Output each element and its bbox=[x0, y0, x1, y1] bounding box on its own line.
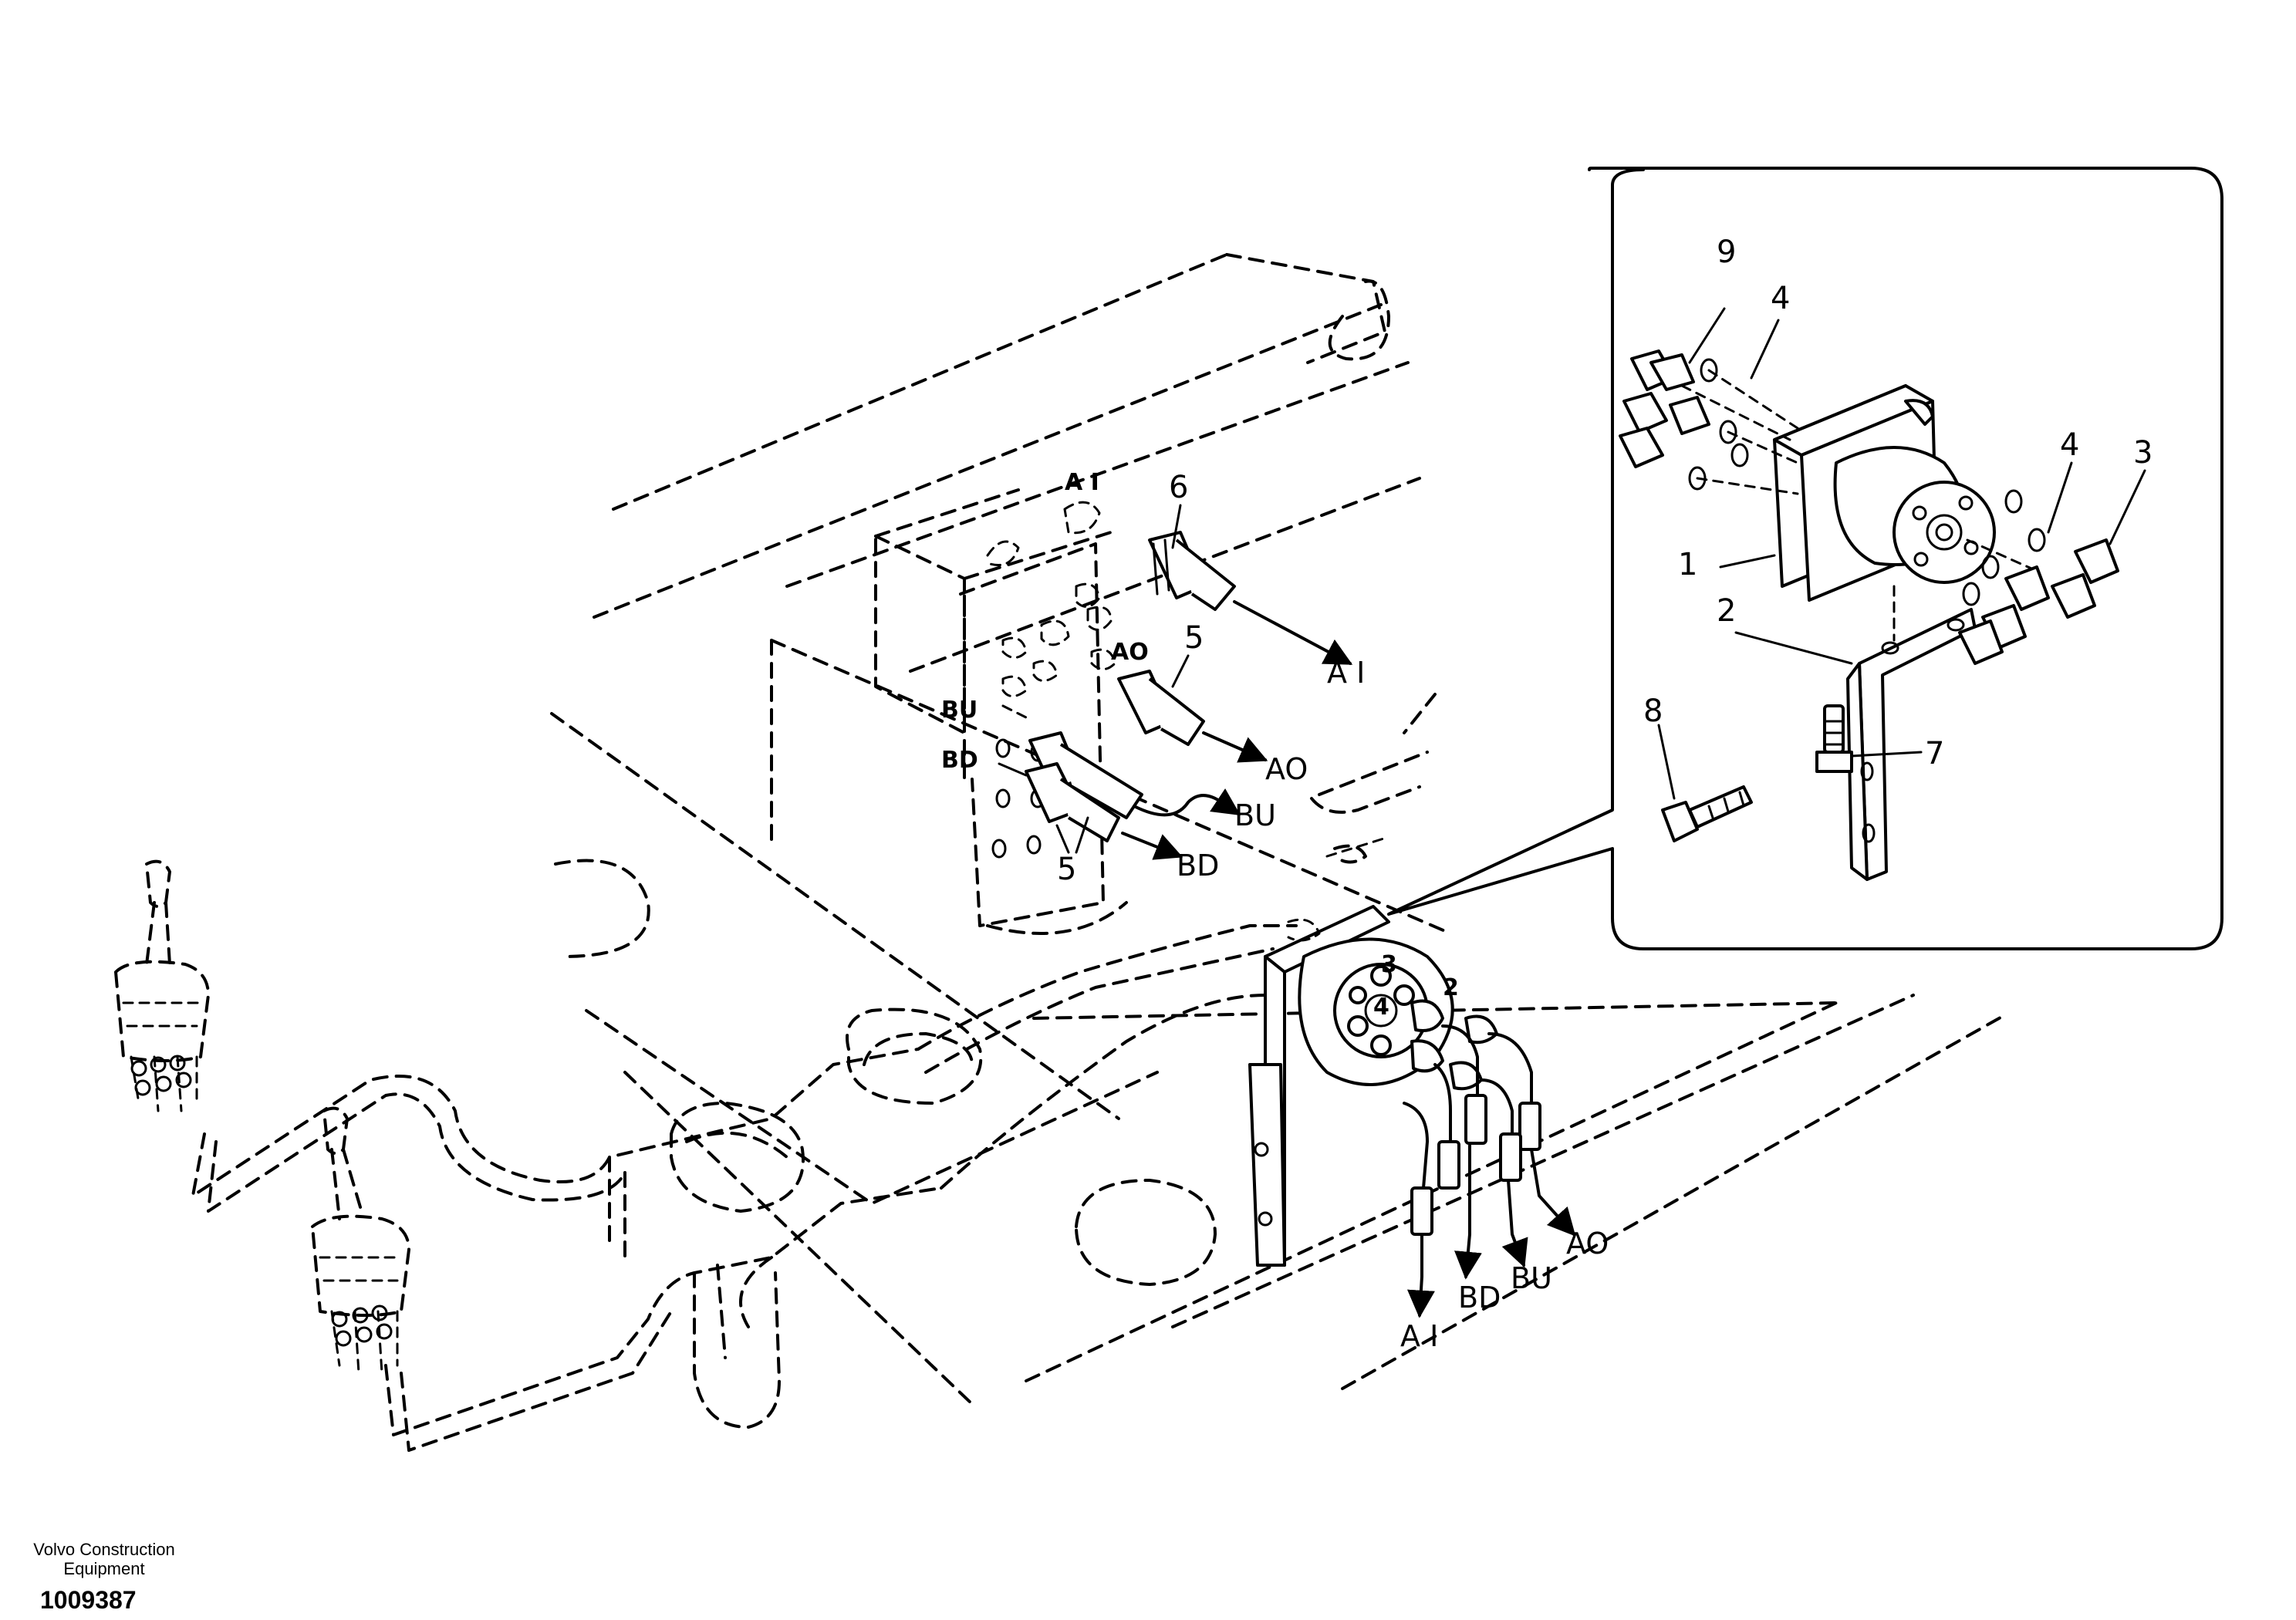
port-label-bu-out2: BU bbox=[1511, 1261, 1552, 1295]
detail-inset bbox=[1387, 167, 2223, 950]
pilot-hose-routing bbox=[191, 924, 1298, 1452]
port-label-ai-block: A I bbox=[1065, 469, 1099, 496]
fitting-ai-block bbox=[1148, 531, 1353, 665]
callout-6: 6 bbox=[1169, 470, 1188, 505]
callout-3: 3 bbox=[2133, 435, 2152, 471]
document-number: 1009387 bbox=[40, 1586, 137, 1614]
callout-2-main: 2 bbox=[1443, 974, 1459, 1001]
callout-4-main: 4 bbox=[1373, 994, 1389, 1021]
port-label-bd-block: BD bbox=[941, 747, 978, 774]
leader-lines-block bbox=[998, 504, 1190, 854]
port-label-bd-out2: BD bbox=[1458, 1281, 1501, 1315]
callout-4-right: 4 bbox=[2060, 427, 2079, 463]
port-label-ao-out1: AO bbox=[1265, 752, 1308, 786]
port-label-bu-out1: BU bbox=[1234, 798, 1276, 832]
control-valve-block bbox=[874, 488, 1128, 935]
rotary-output-hoses bbox=[1403, 999, 1576, 1318]
right-joystick bbox=[311, 1106, 410, 1375]
brand-name-line2: Equipment bbox=[63, 1559, 145, 1578]
callout-4-top: 4 bbox=[1771, 281, 1790, 316]
callout-7: 7 bbox=[1925, 736, 1944, 771]
brand-name-line1: Volvo Construction bbox=[33, 1540, 175, 1559]
callout-labels: 1 2 3 4 4 5 5 6 7 8 9 2 3 4 A I AO BU BD… bbox=[941, 235, 2152, 1353]
callout-9: 9 bbox=[1717, 235, 1736, 270]
callout-3-main: 3 bbox=[1381, 951, 1397, 978]
callout-5-lower: 5 bbox=[1057, 852, 1076, 887]
callout-5-upper: 5 bbox=[1184, 620, 1204, 656]
fitting-ao-block bbox=[1117, 670, 1268, 763]
callout-2: 2 bbox=[1717, 593, 1736, 629]
fitting-bd-block bbox=[1025, 762, 1183, 860]
port-label-bd-out1: BD bbox=[1177, 849, 1219, 883]
port-label-ao-out2: AO bbox=[1566, 1227, 1609, 1261]
port-label-ao-block: AO bbox=[1111, 639, 1149, 666]
callout-8: 8 bbox=[1643, 694, 1663, 729]
callout-1: 1 bbox=[1678, 547, 1697, 582]
left-joystick bbox=[114, 859, 210, 1112]
fitting-bu-block bbox=[1028, 731, 1241, 819]
port-label-bu-block: BU bbox=[941, 697, 977, 724]
port-label-ai-out2: A I bbox=[1400, 1319, 1438, 1353]
port-label-ai-out1: A I bbox=[1327, 656, 1365, 690]
